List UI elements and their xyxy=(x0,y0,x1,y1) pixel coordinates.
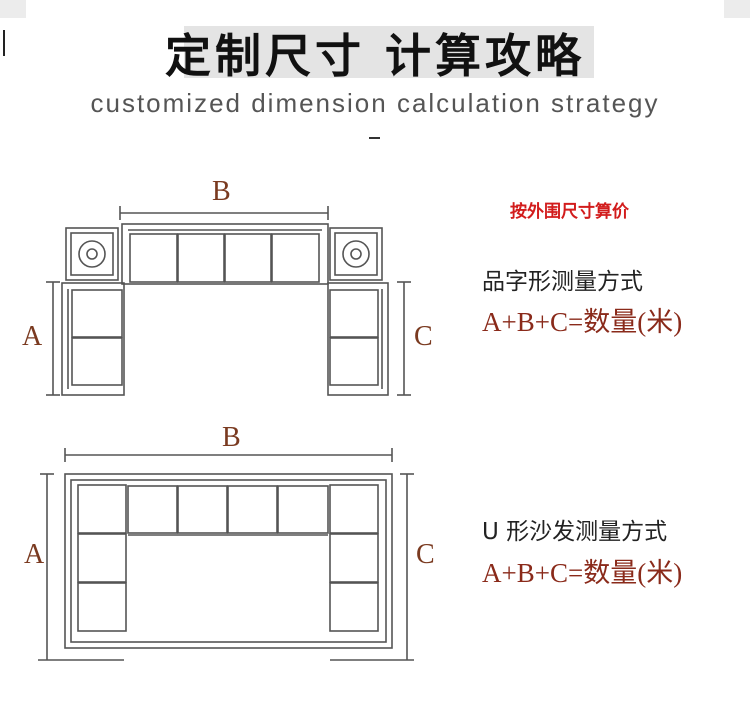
method-label-pinzi: 品字形测量方式 xyxy=(482,269,643,295)
label-c2: C xyxy=(416,539,435,570)
sofa-u-icon xyxy=(64,473,393,649)
label-a2: A xyxy=(24,539,45,570)
corner-tab-left xyxy=(0,0,26,18)
sofa-right-icon xyxy=(327,282,389,396)
label-b1: B xyxy=(212,176,231,207)
sofa-left-icon xyxy=(61,282,125,396)
side-table-right-icon xyxy=(329,227,383,281)
label-b2: B xyxy=(222,422,241,453)
page-title: 定制尺寸 计算攻略 xyxy=(164,29,585,83)
corner-tab-right xyxy=(724,0,750,18)
method-label-u-shape: U 形沙发测量方式 xyxy=(482,519,668,545)
page-subtitle: customized dimension calculation strateg… xyxy=(90,88,660,118)
formula-pinzi: A+B+C=数量(米) xyxy=(482,307,683,337)
diagram-pinzi xyxy=(46,206,411,396)
label-a1: A xyxy=(22,321,43,352)
diagram-u-shape xyxy=(38,448,414,661)
text-cursor-mark xyxy=(3,30,5,56)
side-table-left-icon xyxy=(65,227,119,281)
sofa-top-icon xyxy=(121,223,329,285)
formula-u-shape: A+B+C=数量(米) xyxy=(482,558,683,588)
title-background xyxy=(184,26,594,78)
label-c1: C xyxy=(414,321,433,352)
pricing-note: 按外围尺寸算价 xyxy=(510,202,629,222)
title-divider xyxy=(369,137,380,139)
